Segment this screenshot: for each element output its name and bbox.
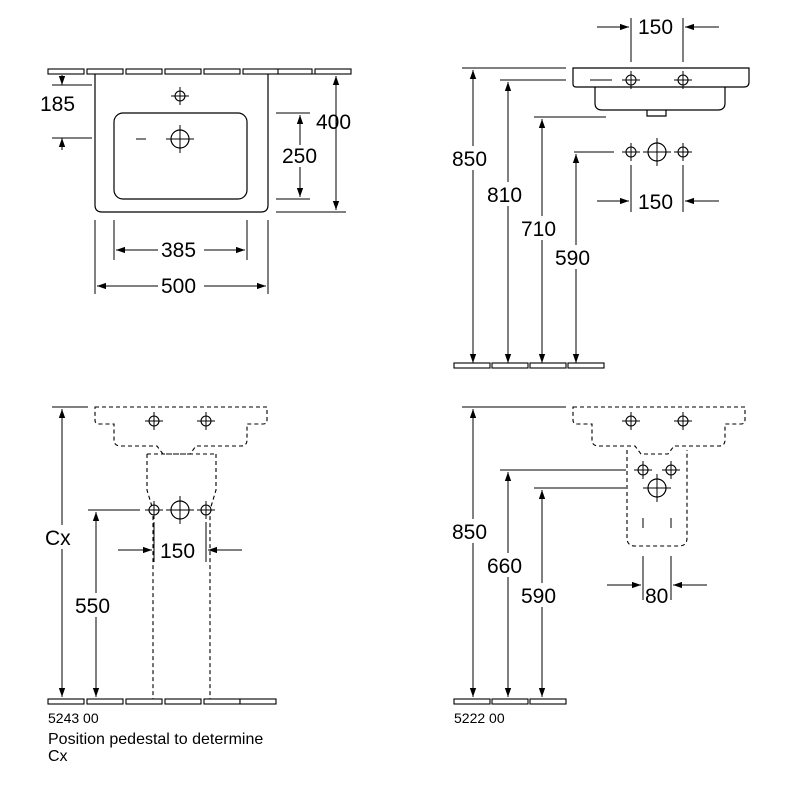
- basin-dashed-outline: [94, 406, 268, 455]
- tap-connection-icon: [621, 142, 641, 162]
- dim-385-label: 385: [161, 239, 196, 262]
- plan-view: 185 400 250 385 500: [40, 68, 352, 298]
- dim-250-label: 250: [282, 145, 317, 168]
- tap-hole-icon: [144, 411, 164, 431]
- tap-hole-icon: [621, 70, 641, 90]
- wall-strip: [47, 68, 352, 75]
- waste-connection-icon: [642, 137, 672, 167]
- side-view: 150 150 850 810 710 590: [451, 16, 750, 369]
- tap-connection-icon: [633, 460, 653, 480]
- semi-pedestal-code: 5222 00: [454, 710, 505, 726]
- height-550-label: 550: [75, 595, 110, 618]
- semi-pedestal-view: 850 660 590 80 5222 00: [451, 406, 746, 726]
- pedestal-note-line1: Position pedestal to determine: [48, 731, 263, 748]
- dim-400-label: 400: [316, 111, 351, 134]
- dim-500-label: 500: [161, 275, 196, 298]
- tap-hole-icon: [170, 86, 190, 106]
- basin-profile: [572, 67, 750, 88]
- dim-185-label: 185: [40, 93, 75, 116]
- pedestal-note-line2: Cx: [48, 748, 68, 765]
- pedestal-code: 5243 00: [48, 710, 99, 726]
- floor-strip: [47, 698, 277, 705]
- tap-connection-icon: [144, 500, 164, 520]
- pedestal-view: Cx 550 150 5243 00 Position pedestal to …: [44, 406, 277, 765]
- floor-strip: [453, 362, 605, 369]
- tap-hole-icon: [196, 411, 216, 431]
- tap-connection-icon: [661, 460, 681, 480]
- tap-hole-icon: [621, 411, 641, 431]
- drain-icon: [165, 124, 195, 154]
- tap-connection-icon: [673, 142, 693, 162]
- waste-connection-icon: [165, 495, 195, 525]
- tap-hole-icon: [673, 70, 693, 90]
- height-590-label: 590: [521, 585, 556, 608]
- pedestal-dashed-outline: [146, 454, 217, 700]
- tap-hole-icon: [673, 411, 693, 431]
- height-660-label: 660: [487, 555, 522, 578]
- bowl-outline: [113, 112, 248, 200]
- dim-150-wall-label: 150: [638, 191, 673, 214]
- dim-80-label: 80: [645, 585, 668, 608]
- floor-strip: [453, 698, 567, 705]
- waste-connection-icon: [642, 473, 672, 503]
- height-590-label: 590: [555, 247, 590, 270]
- height-710-label: 710: [521, 218, 556, 241]
- height-850-label: 850: [452, 521, 487, 544]
- height-cx-label: Cx: [45, 527, 71, 550]
- basin-outline: [94, 74, 269, 213]
- dim-150-top-label: 150: [638, 16, 673, 39]
- height-810-label: 810: [487, 184, 522, 207]
- basin-dashed-outline: [572, 406, 746, 455]
- dim-150-pedestal-label: 150: [160, 540, 195, 563]
- height-850-label: 850: [452, 148, 487, 171]
- semi-pedestal-dashed-outline: [626, 450, 688, 547]
